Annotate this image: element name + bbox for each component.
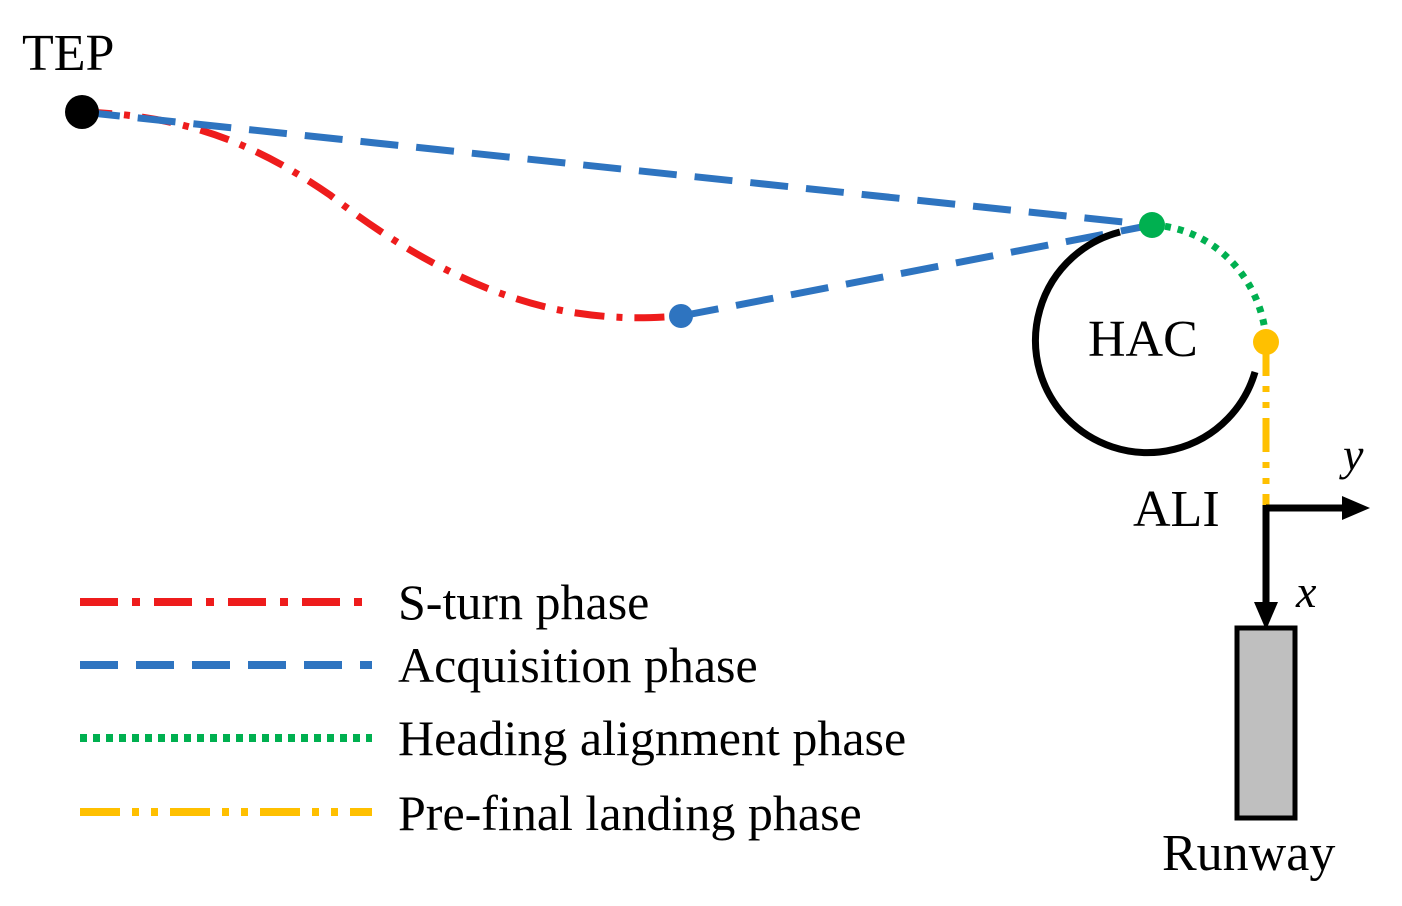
legend: S-turn phase Acquisition phase Heading a… — [80, 574, 906, 841]
y-axis-label: y — [1339, 429, 1364, 480]
runway — [1234, 625, 1298, 821]
hac-exit-point — [1253, 329, 1279, 355]
x-axis-arrowhead — [1254, 602, 1278, 630]
s-turn-end-point — [669, 304, 693, 328]
legend-label-pre-final: Pre-final landing phase — [398, 785, 862, 841]
legend-label-s-turn: S-turn phase — [398, 574, 649, 630]
hac-circle — [1032, 228, 1259, 457]
legend-label-heading-alignment: Heading alignment phase — [398, 710, 906, 766]
x-axis-label: x — [1295, 566, 1317, 617]
runway-label: Runway — [1162, 825, 1335, 882]
acquisition-path-from-s-turn — [680, 221, 1153, 320]
ali-label: ALI — [1133, 481, 1220, 538]
y-axis-arrowhead — [1342, 496, 1370, 520]
hac-entry-point — [1139, 212, 1165, 238]
acquisition-path-direct — [81, 108, 1153, 229]
hac-label: HAC — [1088, 311, 1198, 368]
tep-label: TEP — [22, 25, 114, 82]
legend-label-acquisition: Acquisition phase — [398, 637, 758, 693]
s-turn-path — [81, 108, 682, 322]
tep-point — [65, 95, 99, 129]
